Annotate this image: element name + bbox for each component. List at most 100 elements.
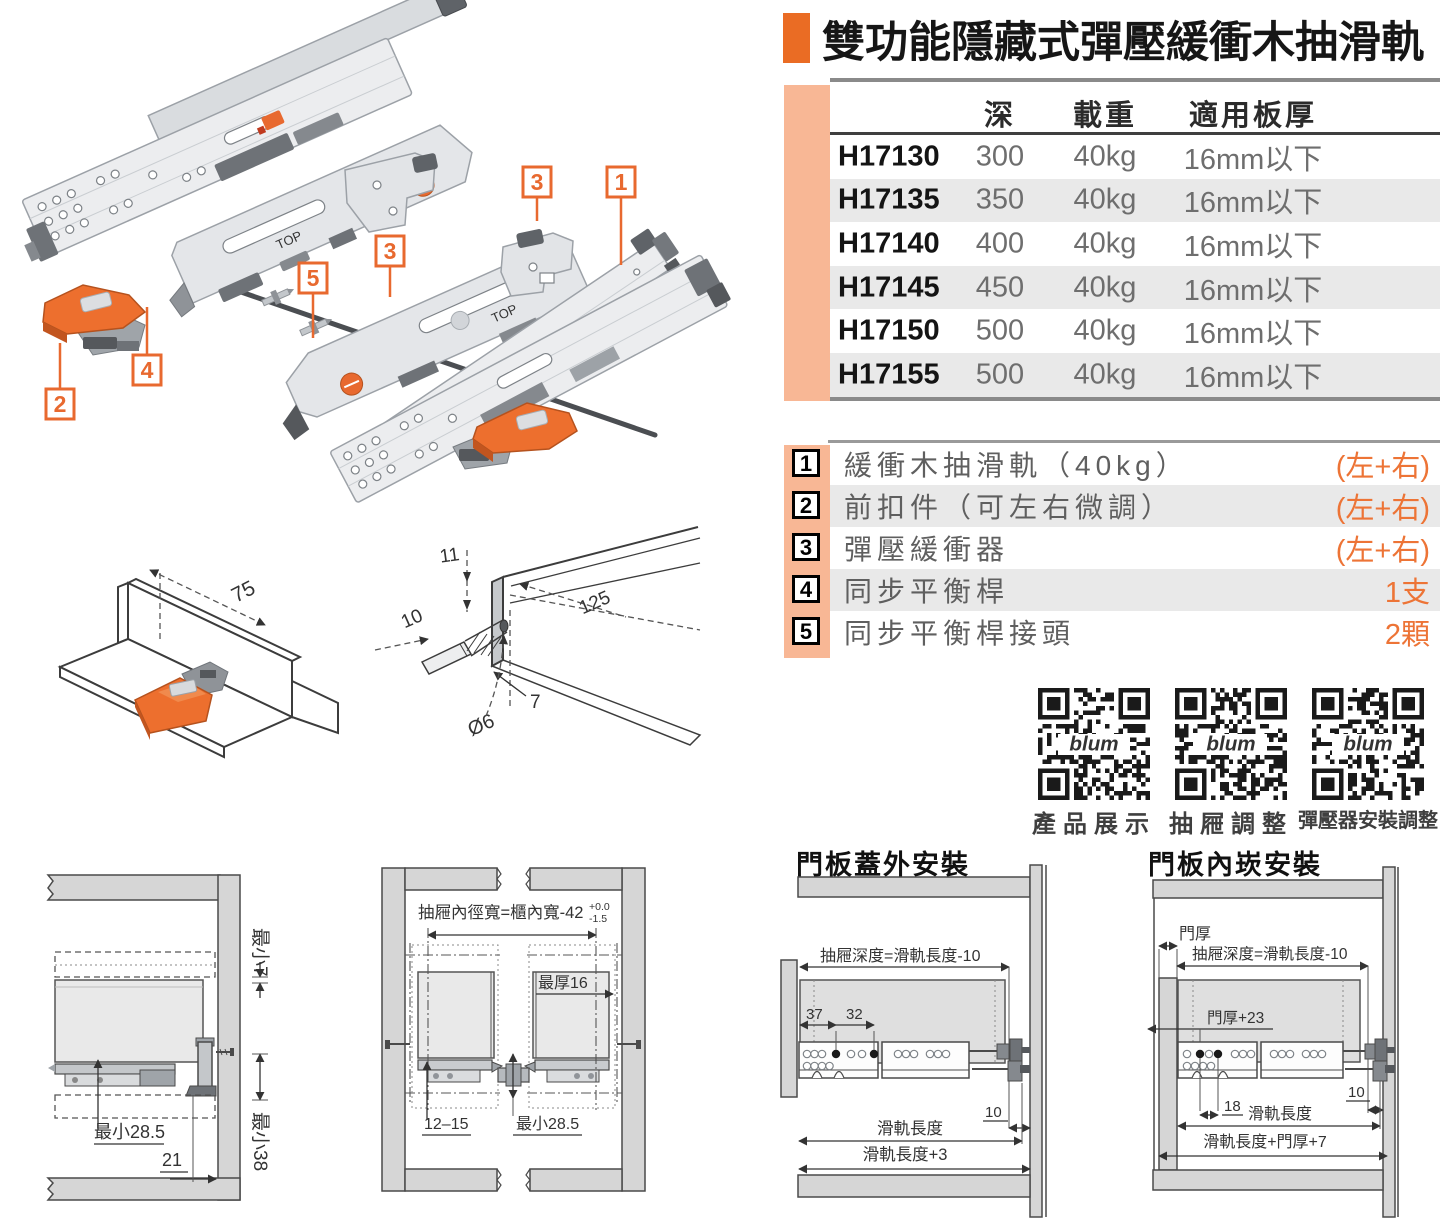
- dim-drawer-depth: 抽屜深度=滑軌長度-10: [820, 947, 981, 965]
- load-cell: 40kg: [1073, 271, 1137, 304]
- dim-tol-minus: -1.5: [589, 913, 607, 925]
- part-number-badge: 5: [792, 617, 820, 645]
- col-header-board: 適用板厚: [1188, 100, 1318, 132]
- dim-10: 10: [985, 1104, 1002, 1121]
- qr-label: 彈壓器安裝調整: [1298, 810, 1438, 832]
- parts-row: 4 同步平衡桿 1支: [784, 569, 1440, 611]
- side-section-drawing: 最小7 最小38 最小28.5 21: [46, 874, 271, 1201]
- exploded-view-drawing: TOP TOP: [21, 0, 731, 503]
- depth-cell: 450: [975, 271, 1025, 304]
- dim-rail-length: 滑軌長度: [1248, 1105, 1312, 1123]
- load-cell: 40kg: [1073, 140, 1137, 173]
- callout-number: 1: [615, 169, 628, 195]
- callout-1: 1: [605, 165, 637, 265]
- dim-min38: 最小38: [249, 1112, 271, 1171]
- rear-hardware-drawing: [1343, 1038, 1395, 1082]
- parts-list: 1 緩衝木抽滑軌（40kg） (左+右) 2 前扣件（可左右微調） (左+右) …: [784, 437, 1440, 662]
- rod-connector-pin-drawing: [261, 288, 295, 307]
- dim-rail-length-3: 滑軌長度+3: [863, 1145, 948, 1164]
- callout-number: 4: [141, 357, 154, 383]
- inset-install-drawing: 門厚 抽屜深度=滑軌長度-10 門厚+23: [1147, 866, 1399, 1218]
- board-cell: 16mm以下: [1183, 187, 1323, 220]
- dim-7: 7: [530, 692, 541, 713]
- parts-row: 5 同步平衡桿接頭 2顆: [784, 611, 1440, 653]
- depth-cell: 500: [975, 314, 1025, 347]
- qr-code-damper-install: blum: [1312, 688, 1424, 800]
- table-row: H17155 500 40kg 16mm以下: [830, 352, 1440, 397]
- dim-door-thickness: 門厚: [1179, 926, 1211, 943]
- dim-inner-width-formula: 抽屜內徑寬=櫃內寬-42: [418, 903, 583, 922]
- parts-top-rule: [828, 440, 1440, 443]
- clip-mounting-iso-drawing: 75: [57, 569, 339, 759]
- table-row: H17145 450 40kg 16mm以下: [830, 265, 1440, 310]
- board-cell: 16mm以下: [1183, 274, 1323, 307]
- qr-label: 抽屜調整: [1169, 811, 1293, 838]
- load-cell: 40kg: [1073, 314, 1137, 347]
- part-number-badge: 1: [792, 449, 820, 477]
- model-cell: H17155: [838, 358, 940, 391]
- dim-tol-plus: +0.0: [589, 901, 610, 913]
- parts-row: 1 緩衝木抽滑軌（40kg） (左+右): [784, 443, 1440, 485]
- overlay-install-drawing: 抽屜深度=滑軌長度-10 37: [780, 864, 1047, 1218]
- board-cell: 16mm以下: [1183, 318, 1323, 351]
- dim-11: 11: [438, 544, 460, 568]
- table-row: H17130 300 40kg 16mm以下: [830, 135, 1440, 179]
- board-cell: 16mm以下: [1183, 230, 1323, 263]
- front-clip-left-drawing: [42, 284, 147, 356]
- front-section-drawing: 抽屜內徑寬=櫃內寬-42 +0.0 -1.5 最厚16 12–15 最小28.5: [381, 867, 646, 1192]
- table-header-rule: [830, 132, 1440, 135]
- drill-dimensions-iso-drawing: 11 10 125 7 Ø6: [374, 526, 702, 746]
- table-row: H17135 350 40kg 16mm以下: [830, 178, 1440, 223]
- front-clip-right-drawing: [452, 402, 578, 470]
- damper-bracket-drawing: [500, 229, 574, 297]
- dim-rail-length: 滑軌長度: [877, 1119, 943, 1138]
- part-qty: 1支: [1384, 577, 1430, 609]
- part-number-badge: 2: [792, 491, 820, 519]
- dim-21: 21: [162, 1150, 182, 1170]
- table-bottom-rule: [830, 397, 1440, 401]
- blum-logo: blum: [1343, 733, 1392, 756]
- part-qty: (左+右): [1335, 535, 1430, 567]
- dim-min285: 最小28.5: [94, 1122, 165, 1142]
- spec-table-accent-strip: [784, 85, 830, 401]
- slide-rail-drawing: [798, 1041, 970, 1079]
- rail-bottom-drawing: [330, 254, 731, 503]
- screw-drawing: [385, 1040, 641, 1049]
- title-accent-bar: [783, 13, 810, 63]
- parts-row: 2 前扣件（可左右微調） (左+右): [784, 485, 1440, 527]
- callout-5: 5: [297, 261, 329, 338]
- callout-4: 4: [131, 307, 163, 387]
- load-cell: 40kg: [1073, 227, 1137, 260]
- board-cell: 16mm以下: [1183, 143, 1323, 176]
- drill-bit-drawing: [420, 619, 508, 675]
- depth-cell: 350: [975, 183, 1025, 216]
- callout-3a: 3: [521, 165, 553, 221]
- part-label: 同步平衡桿: [844, 576, 1010, 607]
- inset-install-title: 門板內崁安裝: [1148, 850, 1322, 880]
- page-title: 雙功能隱藏式彈壓緩衝木抽滑軌: [822, 19, 1424, 67]
- parts-row: 3 彈壓緩衝器 (左+右): [784, 527, 1440, 569]
- callout-number: 3: [384, 238, 397, 264]
- slide-rail-drawing: [1177, 1041, 1344, 1079]
- table-header-row: 深 載重 適用板厚: [830, 82, 1440, 132]
- callout-number: 2: [54, 391, 67, 417]
- dim-18: 18: [1224, 1098, 1241, 1115]
- model-cell: H17135: [838, 183, 940, 216]
- callout-number: 5: [307, 265, 320, 291]
- spec-table: 深 載重 適用板厚 H17130 300 40kg 16mm以下 H17135 …: [784, 78, 1440, 401]
- part-label: 同步平衡桿接頭: [844, 618, 1076, 649]
- depth-cell: 300: [975, 140, 1025, 173]
- table-top-rule: [830, 78, 1440, 82]
- depth-cell: 500: [975, 358, 1025, 391]
- orange-clip-drawing: [134, 661, 229, 740]
- dim-75: 75: [228, 576, 259, 607]
- dim-37: 37: [806, 1006, 823, 1023]
- door-panel-inset: [1158, 977, 1178, 1171]
- callout-2: 2: [44, 343, 76, 421]
- dim-10: 10: [1348, 1084, 1365, 1101]
- door-panel-overlay: [780, 959, 798, 1098]
- model-cell: H17140: [838, 227, 940, 260]
- part-qty: 2顆: [1384, 619, 1430, 651]
- rear-bracket-drawing: [344, 152, 438, 233]
